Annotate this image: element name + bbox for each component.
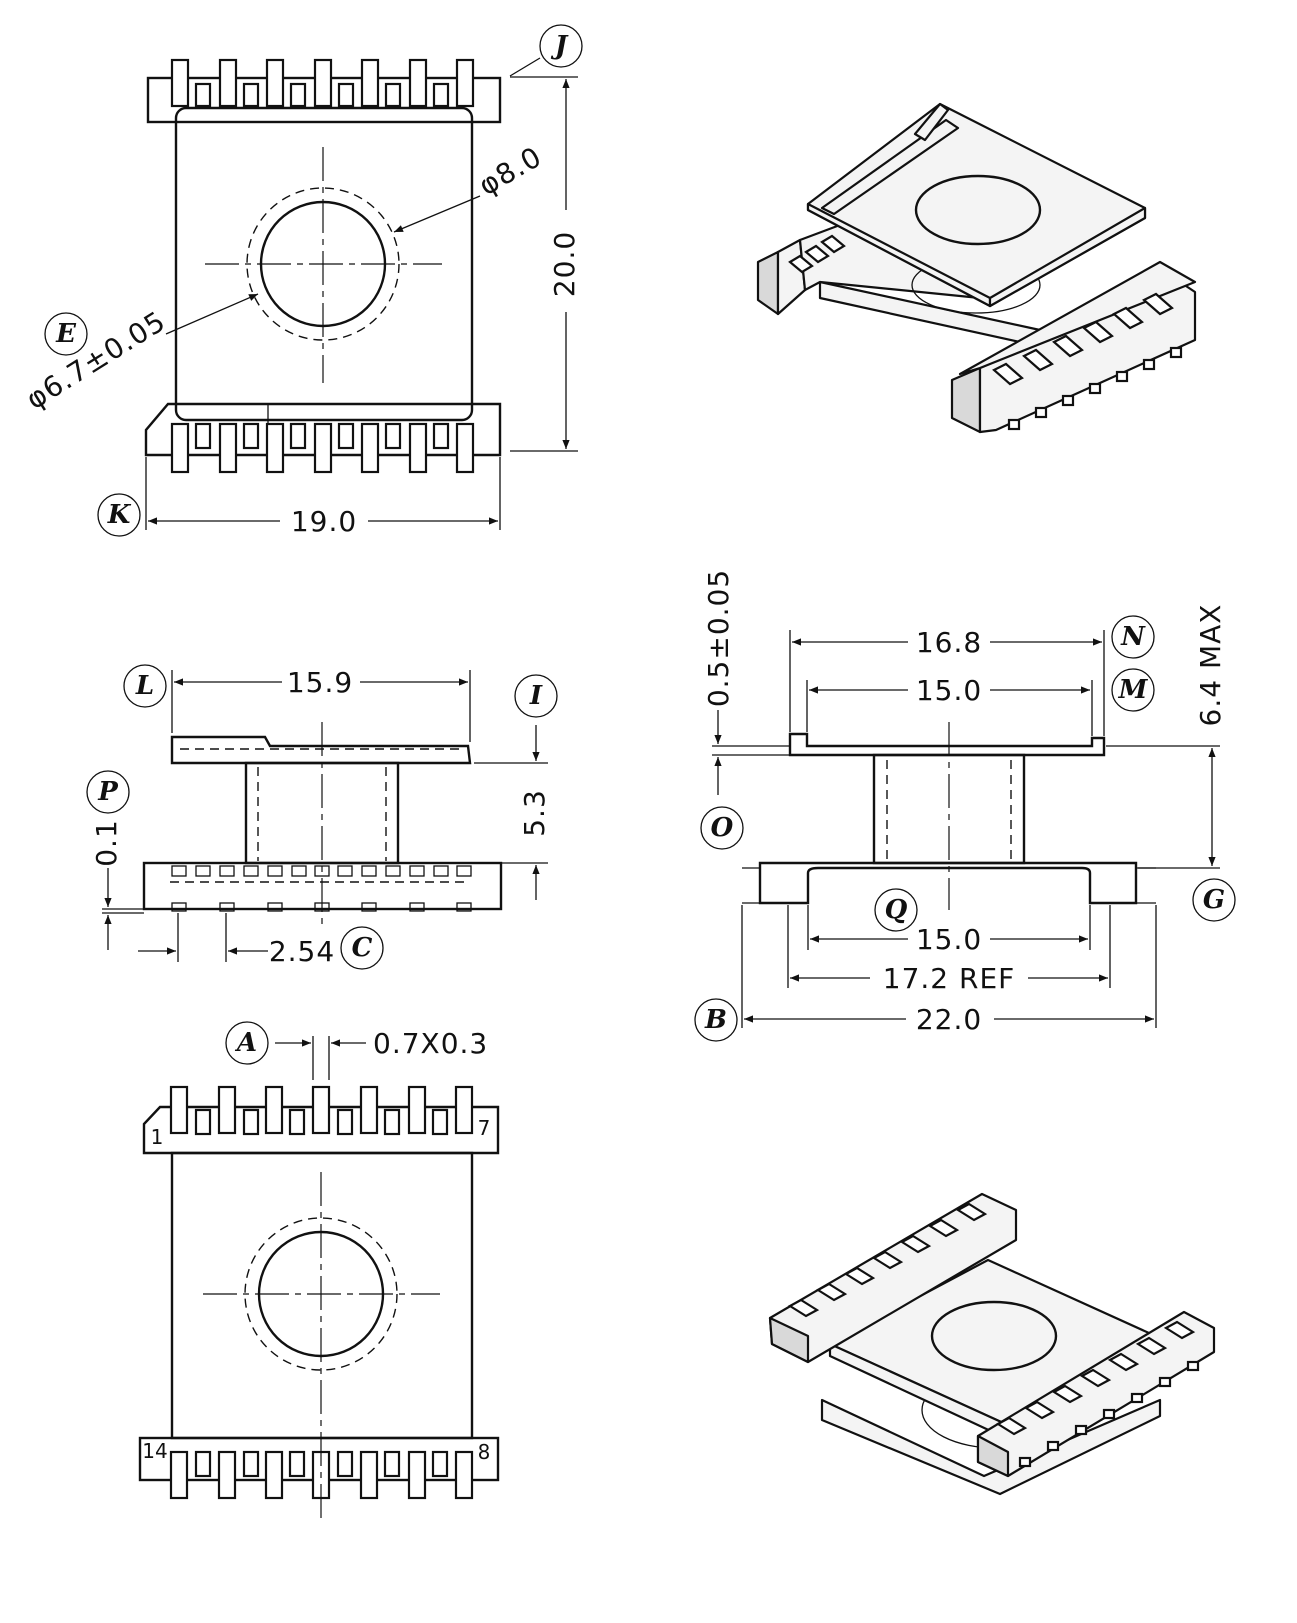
pin-number-14: 14	[142, 1439, 167, 1463]
balloon-g: G	[1192, 878, 1236, 922]
svg-text:M: M	[1118, 675, 1149, 705]
balloon-q: Q	[874, 888, 918, 932]
balloon-b: B	[694, 998, 738, 1042]
balloon-c: C	[340, 926, 384, 970]
balloon-o: O	[700, 806, 744, 850]
balloon-i: I	[514, 674, 558, 718]
svg-text:C: C	[352, 933, 373, 963]
dim-side-top-width: 15.9	[287, 666, 353, 699]
iso-top-pins-front	[992, 292, 1183, 431]
svg-text:L: L	[135, 671, 154, 701]
dim-base-inner: 15.0	[916, 923, 982, 956]
dim-pin-pitch: 2.54	[269, 935, 335, 968]
balloon-n: N	[1111, 615, 1155, 659]
pin-number-1: 1	[151, 1125, 164, 1149]
dim-overall-width: 22.0	[916, 1003, 982, 1036]
dim-flange-thickness: 0.5±0.05	[702, 569, 735, 707]
balloon-e: E	[44, 312, 88, 356]
dim-pin-section: 0.7X0.3	[373, 1027, 488, 1060]
top-view-pins-lower	[170, 422, 475, 474]
dim-top-width: 19.0	[291, 505, 357, 538]
balloon-k: K	[97, 493, 141, 537]
bottom-view-pins-upper	[169, 1085, 474, 1136]
svg-text:B: B	[704, 1005, 727, 1035]
side-view: 15.9 5.3 0.1 2.54 L I P C	[86, 664, 558, 970]
svg-text:G: G	[1203, 885, 1225, 915]
bottom-view: 1 7 14 8 0.7X0.3 A	[138, 1021, 500, 1522]
svg-text:N: N	[1120, 622, 1146, 652]
dim-base-ref: 17.2 REF	[883, 962, 1016, 995]
svg-text:J: J	[550, 31, 569, 61]
isometric-view-top	[756, 102, 1197, 434]
dim-standoff: 0.1	[90, 819, 123, 867]
iso-bottom-pins-right	[995, 1320, 1200, 1468]
isometric-view-bottom	[768, 1192, 1216, 1496]
top-view: 20.0 19.0 φ8.0 φ6.7±0.05 J E K	[20, 24, 583, 538]
balloon-p: P	[86, 770, 130, 814]
svg-text:I: I	[529, 681, 543, 711]
dim-max-height: 6.4 MAX	[1194, 604, 1227, 727]
svg-text:O: O	[711, 813, 734, 843]
svg-text:A: A	[234, 1028, 257, 1058]
balloon-j: J	[539, 24, 583, 68]
dim-side-height: 5.3	[518, 789, 551, 837]
front-view: 16.8 15.0 0.5±0.05 6.4 MAX 15.0 17.2 REF…	[694, 569, 1236, 1042]
balloon-l: L	[123, 664, 167, 708]
dim-flange-inner: 15.0	[916, 674, 982, 707]
svg-text:P: P	[97, 777, 119, 807]
dim-hole-outer: φ8.0	[473, 140, 548, 202]
pin-number-7: 7	[478, 1116, 491, 1140]
iso-top-pins-back	[788, 234, 846, 274]
svg-text:E: E	[55, 319, 77, 349]
dim-hole-inner: φ6.7±0.05	[20, 304, 171, 416]
svg-text:Q: Q	[885, 895, 908, 925]
balloon-a: A	[225, 1021, 269, 1065]
top-view-pins-upper	[170, 58, 475, 108]
iso-bottom-pins-left	[787, 1202, 988, 1318]
bottom-view-pins-lower	[169, 1450, 474, 1500]
pin-number-8: 8	[478, 1440, 491, 1464]
dim-flange-outer: 16.8	[916, 626, 982, 659]
dim-top-height: 20.0	[548, 231, 581, 297]
svg-text:K: K	[107, 500, 132, 530]
balloon-m: M	[1111, 668, 1155, 712]
